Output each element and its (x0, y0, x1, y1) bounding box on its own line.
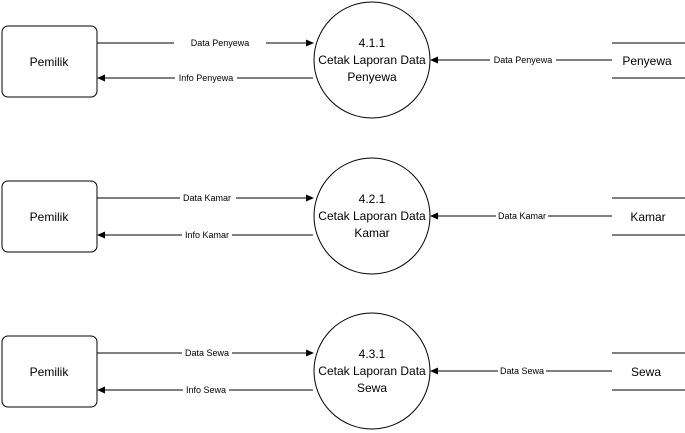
dfd-row-3: Pemilik Data Sewa Info Sewa 4.3.1 Cetak … (1, 312, 685, 430)
entity-label: Pemilik (30, 365, 70, 379)
flow-label-info-out: Info Sewa (186, 385, 226, 395)
process-title-line1: Cetak Laporan Data (318, 209, 426, 223)
entity-label: Pemilik (30, 210, 70, 224)
process-id: 4.3.1 (359, 347, 386, 361)
data-store-label: Penyewa (622, 54, 672, 68)
flow-label-info-out: Info Kamar (185, 230, 229, 240)
flow-label-info-out: Info Penyewa (179, 73, 234, 83)
flow-label-data-in: Data Sewa (185, 348, 229, 358)
process-title-line2: Kamar (354, 226, 389, 240)
entity-label: Pemilik (30, 55, 70, 69)
process-title-line1: Cetak Laporan Data (318, 53, 426, 67)
external-entity-pemilik (1, 335, 98, 408)
data-store-label: Sewa (631, 365, 661, 379)
process-title-line2: Penyewa (347, 70, 397, 84)
flow-label-data-in: Data Penyewa (191, 38, 250, 48)
process-id: 4.1.1 (359, 36, 386, 50)
process-title-line1: Cetak Laporan Data (318, 364, 426, 378)
external-entity-pemilik (1, 180, 98, 253)
data-store-label: Kamar (630, 210, 665, 224)
dfd-row-2: Pemilik Data Kamar Info Kamar 4.2.1 Ceta… (1, 157, 685, 275)
dfd-row-1: Pemilik Data Penyewa Info Penyewa 4.1.1 … (1, 1, 685, 119)
flow-label-store: Data Kamar (498, 211, 546, 221)
external-entity-pemilik (1, 25, 98, 98)
flow-label-data-in: Data Kamar (183, 193, 231, 203)
process-id: 4.2.1 (359, 192, 386, 206)
flow-label-store: Data Sewa (500, 366, 544, 376)
process-title-line2: Sewa (357, 381, 387, 395)
flow-label-store: Data Penyewa (494, 55, 553, 65)
